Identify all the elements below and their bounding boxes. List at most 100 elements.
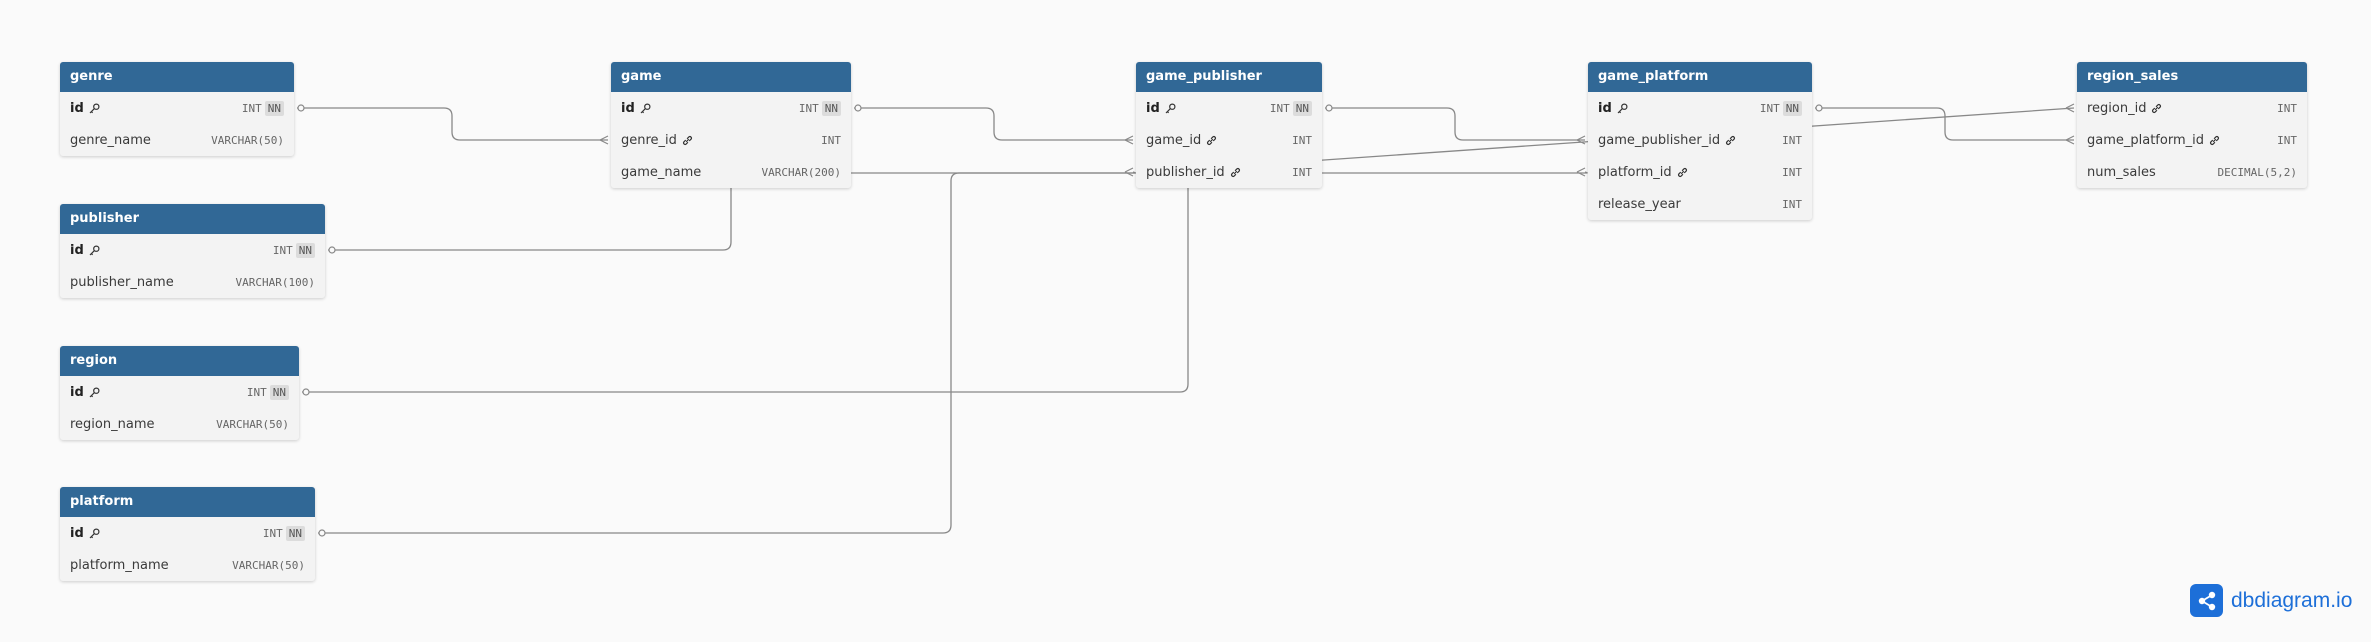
column-name: num_sales [2087,164,2156,180]
column-type: INT [262,526,283,540]
column-name-cell: region_name [70,417,154,432]
column-type-cell: DECIMAL(5,2) [2218,166,2297,179]
column-type: INT [798,101,819,115]
column-type: INT [1269,101,1290,115]
key-icon [1617,103,1628,114]
column-name-cell: id [1146,101,1176,116]
column-type: VARCHAR(200) [761,165,841,179]
column-name-cell: id [70,385,100,400]
table-header[interactable]: region [60,346,299,376]
table-row[interactable]: num_sales DECIMAL(5,2) [2077,156,2307,188]
table-header[interactable]: region_sales [2077,62,2307,92]
column-type-cell: VARCHAR(50) [232,559,305,572]
key-icon [89,528,100,539]
column-type-cell: VARCHAR(50) [211,134,284,147]
not-null-badge: NN [269,384,289,400]
relationship-line [318,167,1588,537]
column-name-cell: game_platform_id [2087,133,2220,148]
column-type-cell: INT [1782,166,1802,179]
column-type: INT [1782,197,1802,211]
column-name: publisher_name [70,274,174,290]
share-icon [2190,584,2223,617]
column-name-cell: publisher_id [1146,165,1241,180]
key-icon [640,103,651,114]
column-type-cell: VARCHAR(200) [762,166,841,179]
relationship-line [1325,104,1586,145]
table-row[interactable]: genre_name VARCHAR(50) [60,124,294,156]
table-header[interactable]: publisher [60,204,325,234]
key-icon [89,387,100,398]
key-icon [89,103,100,114]
column-name-cell: platform_name [70,558,169,573]
column-name-cell: game_id [1146,133,1217,148]
column-name-cell: publisher_name [70,275,174,290]
table-row[interactable]: game_platform_id INT [2077,124,2307,156]
link-icon [1677,167,1688,178]
column-type-cell: INT [821,134,841,147]
column-type-cell: INT [2277,134,2297,147]
table-row[interactable]: publisher_id INT [1136,156,1322,188]
relationship-line [854,104,1134,145]
column-type-cell: INT [2277,102,2297,115]
table-row[interactable]: release_year INT [1588,188,1812,220]
column-name: genre_name [70,132,151,148]
brand-name: dbdiagram.io [2231,588,2353,612]
column-type: INT [246,385,267,399]
column-name: publisher_id [1146,164,1225,180]
column-type-cell: INT [1292,166,1312,179]
column-name: id [70,100,84,116]
column-type-cell: INT [1782,134,1802,147]
table-header[interactable]: game_platform [1588,62,1812,92]
table-row[interactable]: platform_name VARCHAR(50) [60,549,315,581]
column-type: VARCHAR(50) [211,133,284,147]
column-name-cell: genre_name [70,133,151,148]
column-name-cell: num_sales [2087,165,2156,180]
table-header[interactable]: game_publisher [1136,62,1322,92]
table-header[interactable]: genre [60,62,294,92]
table-row[interactable]: region_id INT [2077,92,2307,124]
not-null-badge: NN [285,525,305,541]
column-type: INT [2277,133,2297,147]
table-header[interactable]: game [611,62,851,92]
column-name-cell: region_id [2087,101,2162,116]
key-icon [1165,103,1176,114]
link-icon [1206,135,1217,146]
column-name-cell: id [1598,101,1628,116]
not-null-badge: NN [1292,100,1312,116]
column-name-cell: id [70,101,100,116]
table-header[interactable]: platform [60,487,315,517]
column-type: VARCHAR(50) [232,558,305,572]
column-type: INT [821,133,841,147]
brand-logo[interactable]: dbdiagram.io [2190,584,2352,617]
relationship-line [297,104,609,145]
column-type: INT [1782,133,1802,147]
column-name: release_year [1598,196,1681,212]
